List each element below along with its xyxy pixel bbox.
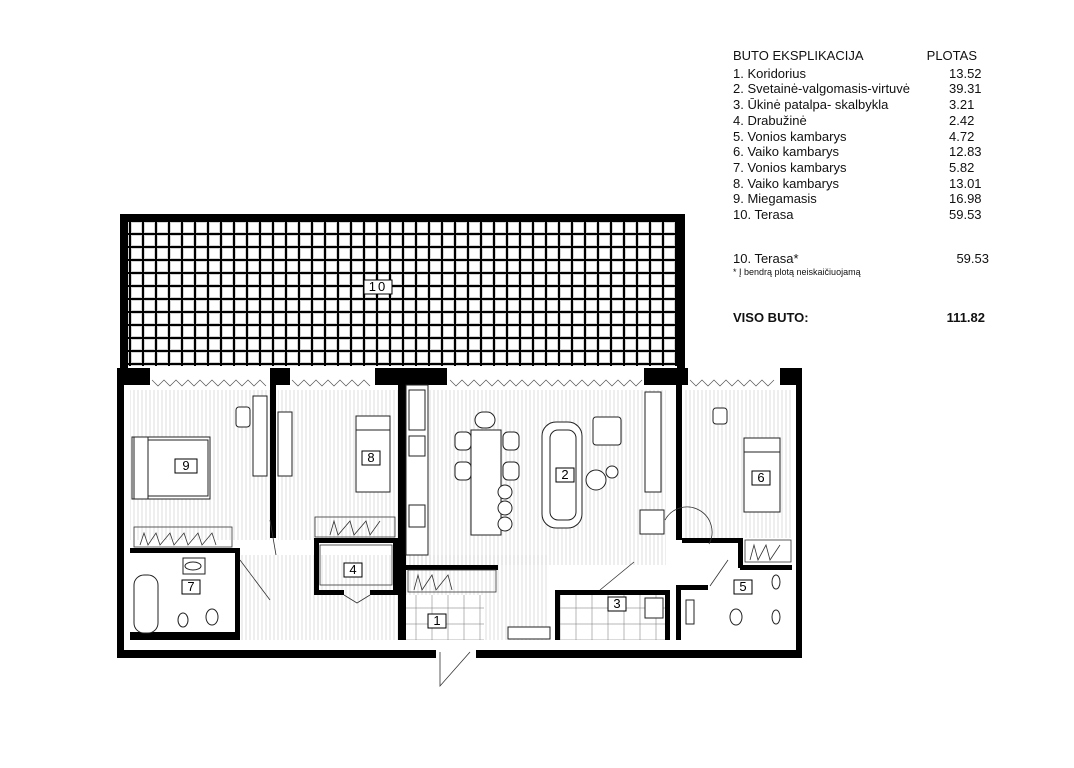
- room-row: 4. Drabužinė 2.42: [733, 113, 993, 129]
- terrace-row: 10. Terasa* 59.53: [733, 251, 993, 267]
- room-area: 3.21: [949, 97, 975, 113]
- room-area: 16.98: [949, 191, 982, 207]
- room-name: 1. Koridorius: [733, 65, 806, 81]
- window-glazing: [151, 379, 775, 387]
- room-row: 9. Miegamasis 16.98: [733, 191, 993, 207]
- terrace: [120, 214, 685, 370]
- furniture: [131, 384, 781, 640]
- room-label-9: 9: [182, 458, 189, 473]
- terrace-name: 10. Terasa*: [733, 250, 799, 266]
- room-area: 4.72: [949, 128, 975, 144]
- room-label-5: 5: [739, 579, 746, 594]
- total-row: VISO BUTO: 111.82: [733, 310, 993, 326]
- room-area: 39.31: [949, 81, 982, 97]
- room-name: 8. Vaiko kambarys: [733, 175, 839, 191]
- explication-header: BUTO EKSPLIKACIJA PLOTAS: [733, 48, 993, 64]
- room-row: 6. Vaiko kambarys 12.83: [733, 144, 993, 160]
- room-name: 6. Vaiko kambarys: [733, 144, 839, 160]
- room-label-6: 6: [757, 470, 764, 485]
- room-row: 7. Vonios kambarys 5.82: [733, 160, 993, 176]
- area-header: PLOTAS: [926, 48, 977, 63]
- room-name: 10. Terasa: [733, 207, 794, 223]
- room-label-8: 8: [367, 450, 374, 465]
- room-label-10: 10: [369, 279, 387, 294]
- room-row: 1. Koridorius 13.52: [733, 66, 993, 82]
- room-label-1: 1: [433, 613, 440, 628]
- room-label-3: 3: [613, 596, 620, 611]
- total-value: 111.82: [946, 310, 985, 326]
- room-name: 7. Vonios kambarys: [733, 159, 847, 175]
- wardrobes: [133, 516, 792, 593]
- room-area: 5.82: [949, 159, 975, 175]
- explication-table: BUTO EKSPLIKACIJA PLOTAS 1. Koridorius 13…: [733, 48, 993, 326]
- room-name: 3. Ūkinė patalpa- skalbykla: [733, 97, 889, 113]
- room-label-7: 7: [187, 579, 194, 594]
- total-label: VISO BUTO:: [733, 310, 809, 326]
- room-area: 59.53: [949, 207, 982, 223]
- room-name: 9. Miegamasis: [733, 191, 817, 207]
- footnote: * Į bendrą plotą neiskaičiuojamą: [733, 267, 861, 278]
- terrace-area: 59.53: [956, 250, 989, 266]
- room-label-2: 2: [561, 467, 568, 482]
- room-labels: 9 8 2 6 4 7 1 3 5 10: [174, 279, 771, 629]
- interior-walls: [130, 370, 792, 640]
- room-row: 2. Svetainė-valgomasis-virtuvė 39.31: [733, 81, 993, 97]
- room-area: 12.83: [949, 144, 982, 160]
- doors: [239, 506, 729, 688]
- room-row: 3. Ūkinė patalpa- skalbykla 3.21: [733, 97, 993, 113]
- room-label-4: 4: [349, 562, 356, 577]
- explication-title: BUTO EKSPLIKACIJA: [733, 48, 864, 63]
- room-row: 8. Vaiko kambarys 13.01: [733, 176, 993, 192]
- room-name: 5. Vonios kambarys: [733, 128, 847, 144]
- room-name: 2. Svetainė-valgomasis-virtuvė: [733, 81, 911, 97]
- room-row: 5. Vonios kambarys 4.72: [733, 129, 993, 145]
- room-name: 4. Drabužinė: [733, 112, 807, 128]
- room-area: 2.42: [949, 112, 975, 128]
- room-area: 13.52: [949, 65, 982, 81]
- room-area: 13.01: [949, 175, 982, 191]
- room-row: 10. Terasa 59.53: [733, 207, 993, 223]
